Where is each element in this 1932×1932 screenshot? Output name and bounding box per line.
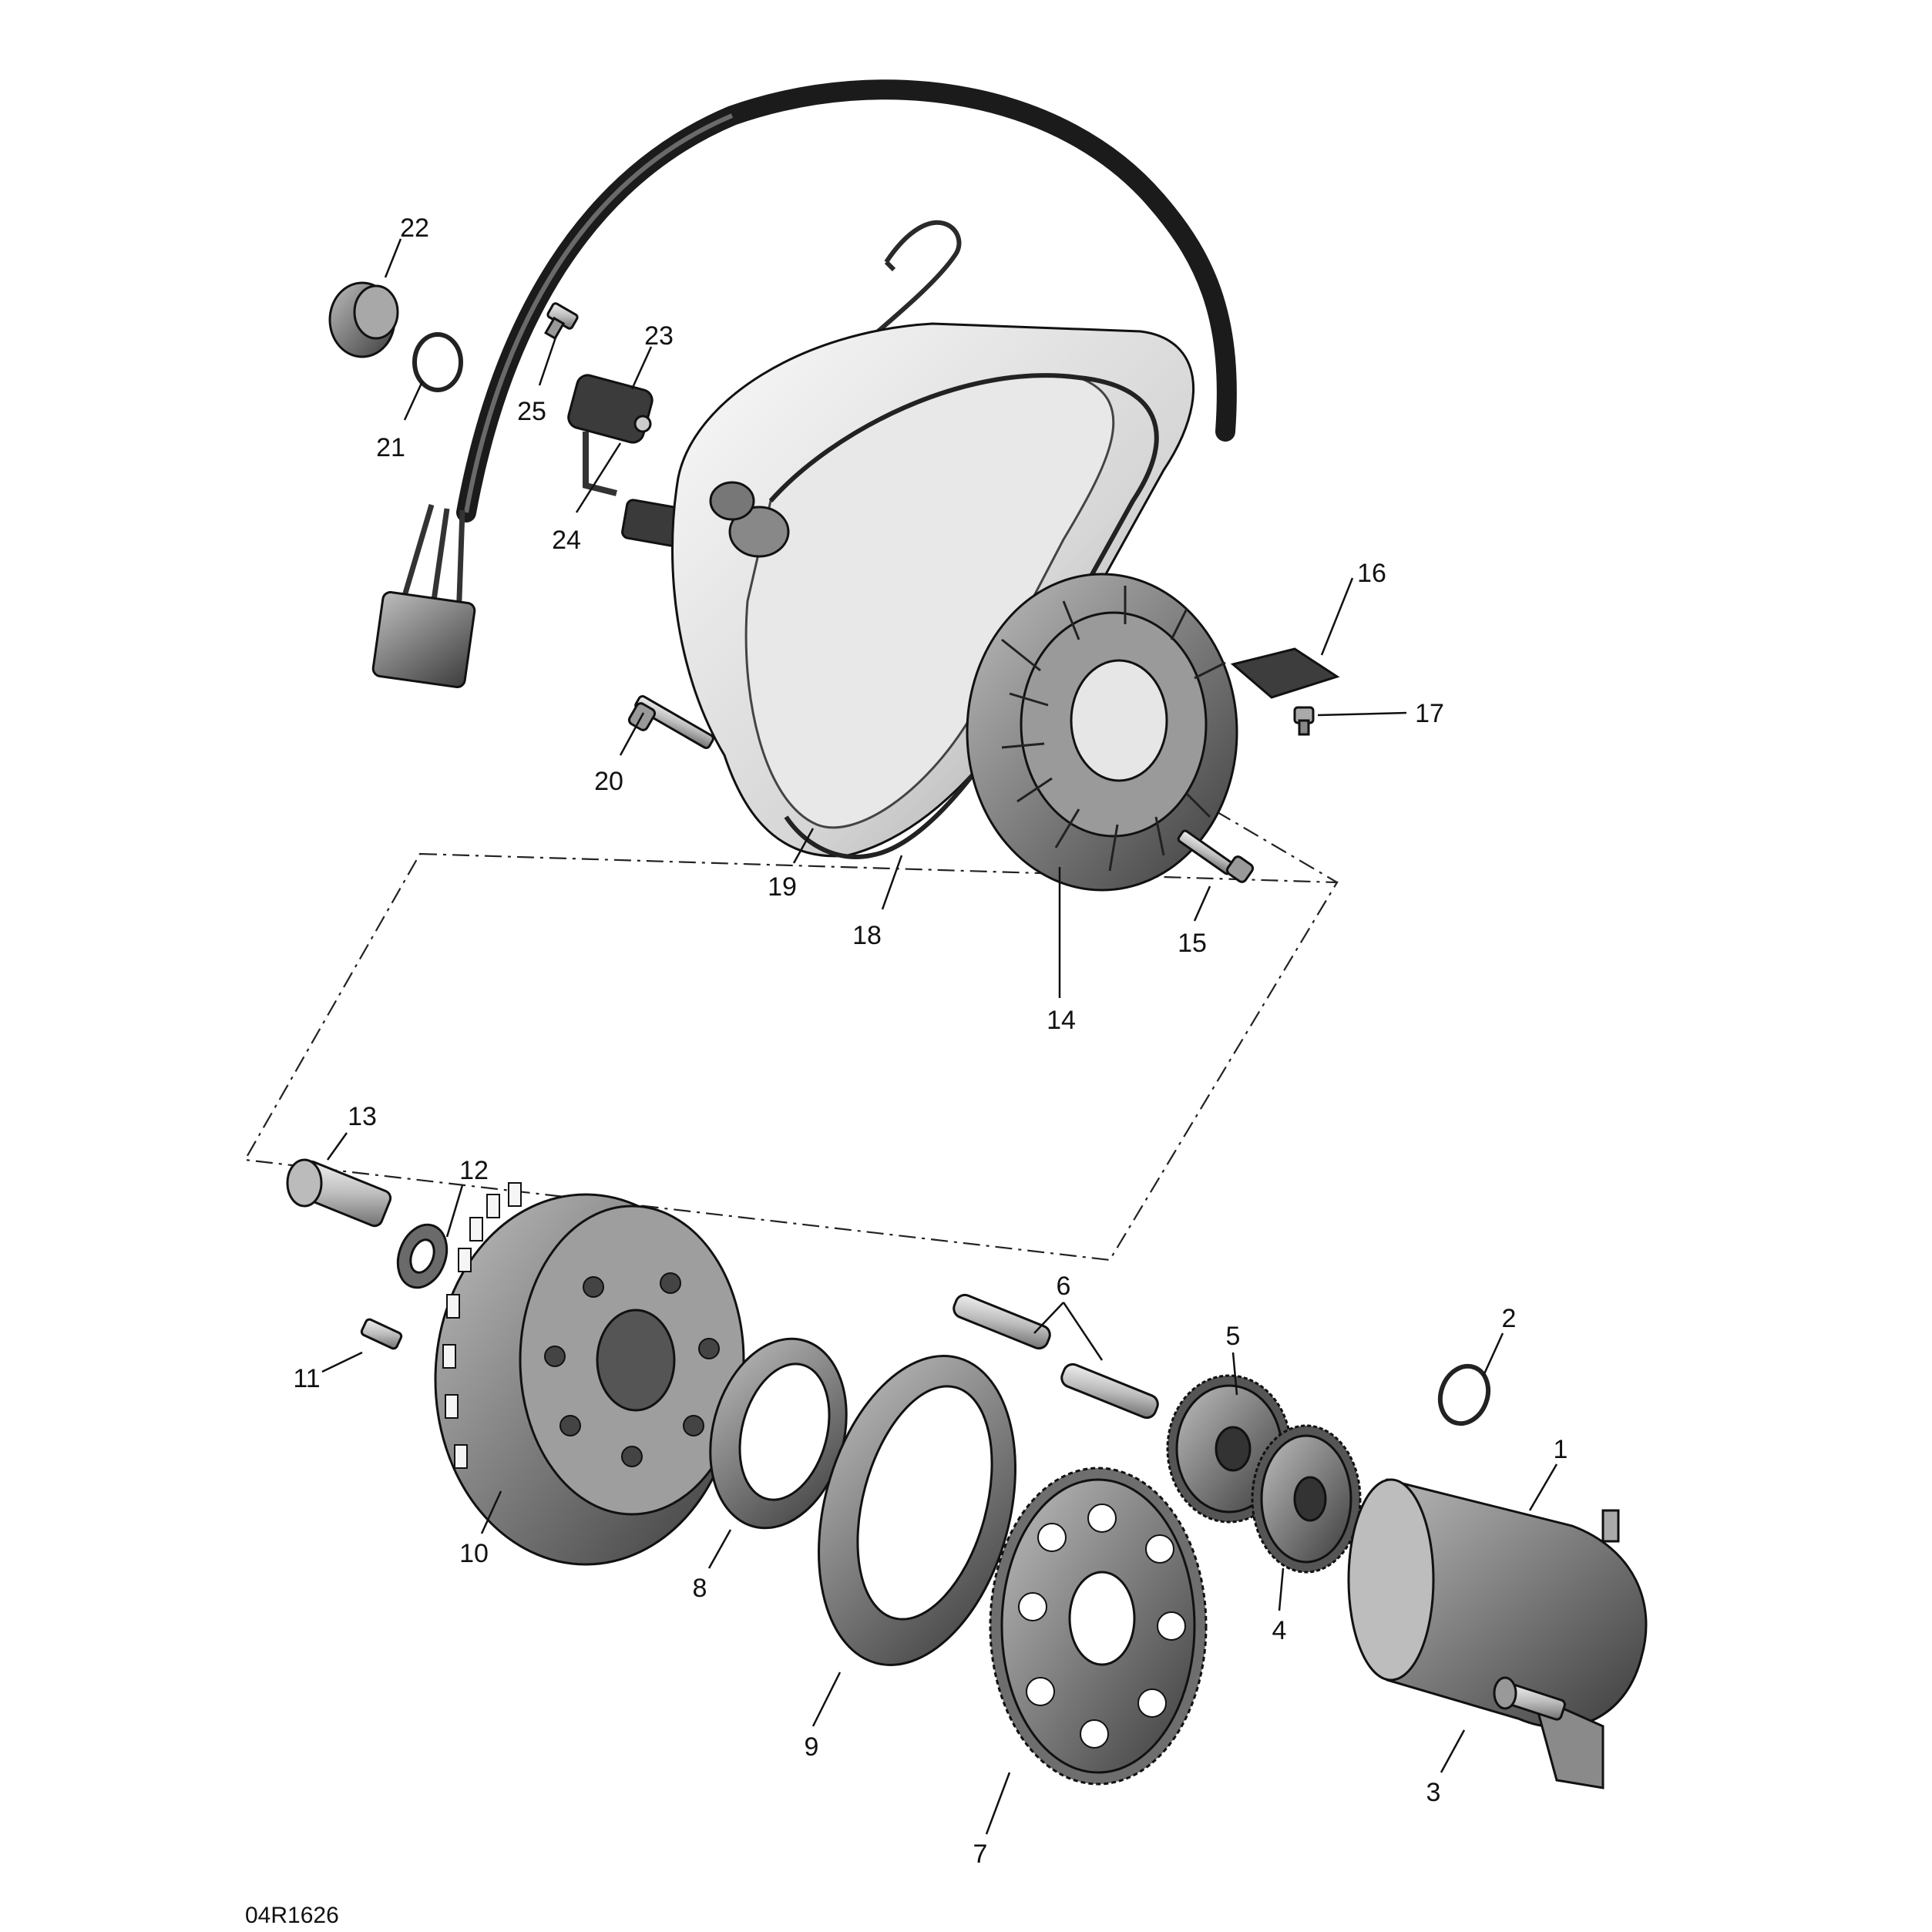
part-11-screw xyxy=(360,1318,403,1350)
part-9-gear-plate xyxy=(818,1355,1016,1666)
part-1-starter-motor xyxy=(1347,1478,1648,1789)
callout-16: 16 xyxy=(1357,559,1386,588)
part-3-bolt xyxy=(1493,1676,1566,1721)
callout-labels: 1 2 3 4 5 6 7 8 9 10 11 12 13 14 15 16 1… xyxy=(293,213,1567,1869)
part-2-o-ring xyxy=(1437,1363,1491,1426)
callout-6: 6 xyxy=(1057,1272,1071,1301)
part-10-rotor xyxy=(434,1182,745,1566)
part-14-stator xyxy=(966,573,1238,892)
leader-lines xyxy=(321,238,1558,1835)
callout-11: 11 xyxy=(293,1364,320,1393)
part-7-driven-gear xyxy=(989,1467,1208,1786)
callout-23: 23 xyxy=(644,321,674,351)
callout-13: 13 xyxy=(348,1102,377,1131)
callout-21: 21 xyxy=(376,433,405,462)
part-25-screw xyxy=(544,302,579,341)
part-21-o-ring xyxy=(412,332,463,392)
part-18-gasket xyxy=(768,373,1159,859)
callout-2: 2 xyxy=(1502,1304,1517,1333)
callout-5: 5 xyxy=(1226,1322,1241,1351)
part-6-pins xyxy=(953,1293,1159,1420)
callout-4: 4 xyxy=(1272,1616,1287,1645)
callout-20: 20 xyxy=(594,767,623,796)
part-22-plug xyxy=(328,281,399,358)
part-4-idler-gear xyxy=(1251,1424,1362,1574)
callout-24: 24 xyxy=(552,526,581,555)
callout-25: 25 xyxy=(517,397,546,426)
callout-19: 19 xyxy=(768,872,797,902)
part-12-washer xyxy=(396,1223,449,1289)
part-16-wire-clip xyxy=(1230,647,1340,699)
callout-1: 1 xyxy=(1554,1435,1568,1464)
callout-8: 8 xyxy=(693,1574,707,1603)
callout-9: 9 xyxy=(805,1732,819,1762)
callout-15: 15 xyxy=(1178,929,1207,958)
part-17-screw xyxy=(1293,706,1315,736)
callout-14: 14 xyxy=(1047,1006,1076,1035)
callout-10: 10 xyxy=(459,1539,489,1568)
callout-7: 7 xyxy=(973,1840,988,1869)
assembly-dash-line xyxy=(244,852,1339,1262)
part-13-rotor-bolt xyxy=(286,1158,392,1228)
callout-12: 12 xyxy=(459,1156,489,1185)
callout-3: 3 xyxy=(1426,1778,1441,1807)
part-19-magneto-cover xyxy=(671,322,1195,858)
reference-code: 04R1626 xyxy=(245,1903,339,1928)
part-15-bolt xyxy=(1177,829,1255,883)
harness-connector xyxy=(371,590,476,689)
callout-22: 22 xyxy=(400,213,429,243)
part-23-speed-sensor xyxy=(567,374,654,496)
callout-18: 18 xyxy=(852,921,882,950)
callout-17: 17 xyxy=(1415,699,1444,728)
